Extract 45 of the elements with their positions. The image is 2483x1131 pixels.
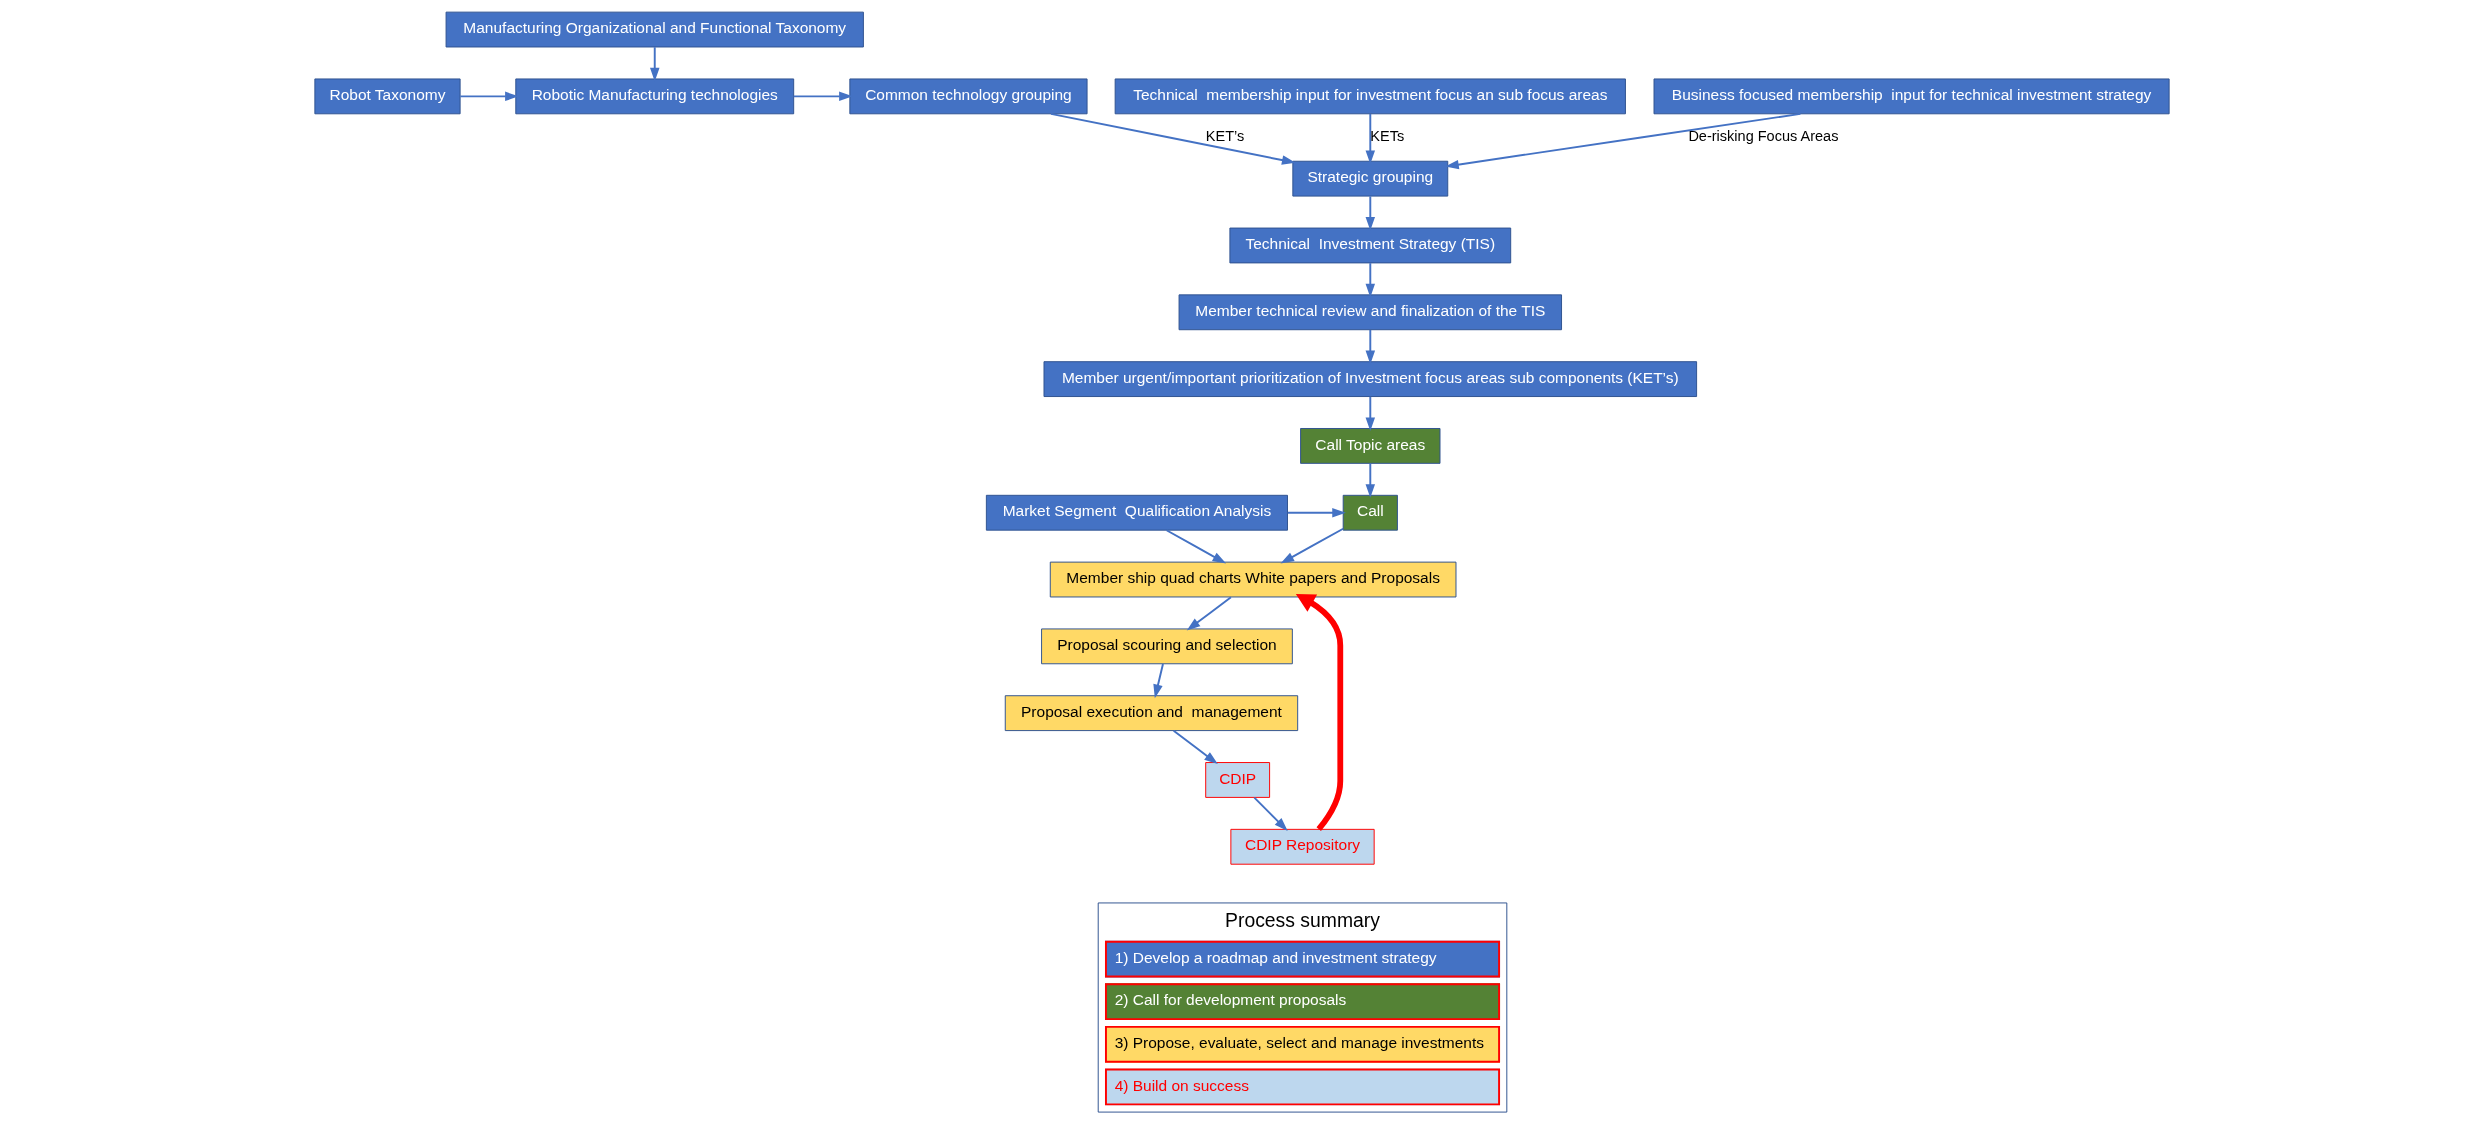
node-box: Common technology grouping xyxy=(848,78,1088,115)
node-box: Robot Taxonomy xyxy=(313,78,461,115)
arrow xyxy=(1186,596,1232,631)
node-box: Business focused membership input for technical investment strategy xyxy=(1653,78,2170,115)
node-box: Proposal scouring and selection xyxy=(1040,628,1293,665)
arrow xyxy=(1172,729,1218,765)
node-box: Call xyxy=(1342,494,1398,531)
edge-label: De-risking Focus Areas xyxy=(1687,127,1838,144)
arrow xyxy=(649,46,659,82)
arrow xyxy=(1444,112,1801,170)
arrow xyxy=(1365,462,1375,498)
legend-label: 3) Propose, evaluate, select and manage investments xyxy=(1114,1033,1484,1051)
legend-label: 4) Build on success xyxy=(1114,1076,1249,1094)
arrow xyxy=(1286,507,1346,518)
arrow xyxy=(1365,329,1375,365)
arrow xyxy=(1152,663,1164,699)
arrow xyxy=(1365,395,1375,431)
node-box: CDIP xyxy=(1204,762,1270,798)
arrow xyxy=(1365,195,1375,231)
legend-label: 2) Call for development proposals xyxy=(1114,991,1346,1009)
node-box: Member ship quad charts White papers and Proposals xyxy=(1049,561,1456,598)
node-box: Robotic Manufacturing technologies xyxy=(514,78,794,115)
label: Process summary xyxy=(1224,909,1380,932)
arrow xyxy=(1295,594,1343,831)
node-box: Market Segment Qualification Analysis xyxy=(985,494,1288,531)
arrow xyxy=(1252,796,1288,831)
node-box: Strategic grouping xyxy=(1291,160,1448,197)
arrow xyxy=(1365,262,1375,298)
arrow xyxy=(458,91,519,102)
node-box: Technical membership input for investment focus an sub focus areas xyxy=(1114,78,1626,115)
node-box: Call Topic areas xyxy=(1299,428,1440,464)
node-box: Member urgent/important prioritization of Investment focus areas sub components (KET’s) xyxy=(1043,361,1697,398)
arrow xyxy=(792,91,853,102)
arrow xyxy=(1280,527,1344,564)
edge-label: KET’s xyxy=(1205,127,1244,144)
node-box: Technical Investment Strategy (TIS) xyxy=(1228,227,1511,264)
node-box: Member technical review and finalization of the TIS xyxy=(1178,294,1562,331)
node-box: CDIP Repository xyxy=(1229,828,1375,865)
edge-label: KETs xyxy=(1369,127,1404,144)
arrow xyxy=(1049,112,1296,165)
arrow xyxy=(1365,113,1375,164)
legend-label: 1) Develop a roadmap and investment strategy xyxy=(1114,948,1437,966)
node-box: Proposal execution and management xyxy=(1004,695,1298,732)
node-box: Manufacturing Organizational and Functional Taxonomy xyxy=(445,11,864,48)
arrow xyxy=(1165,529,1226,564)
